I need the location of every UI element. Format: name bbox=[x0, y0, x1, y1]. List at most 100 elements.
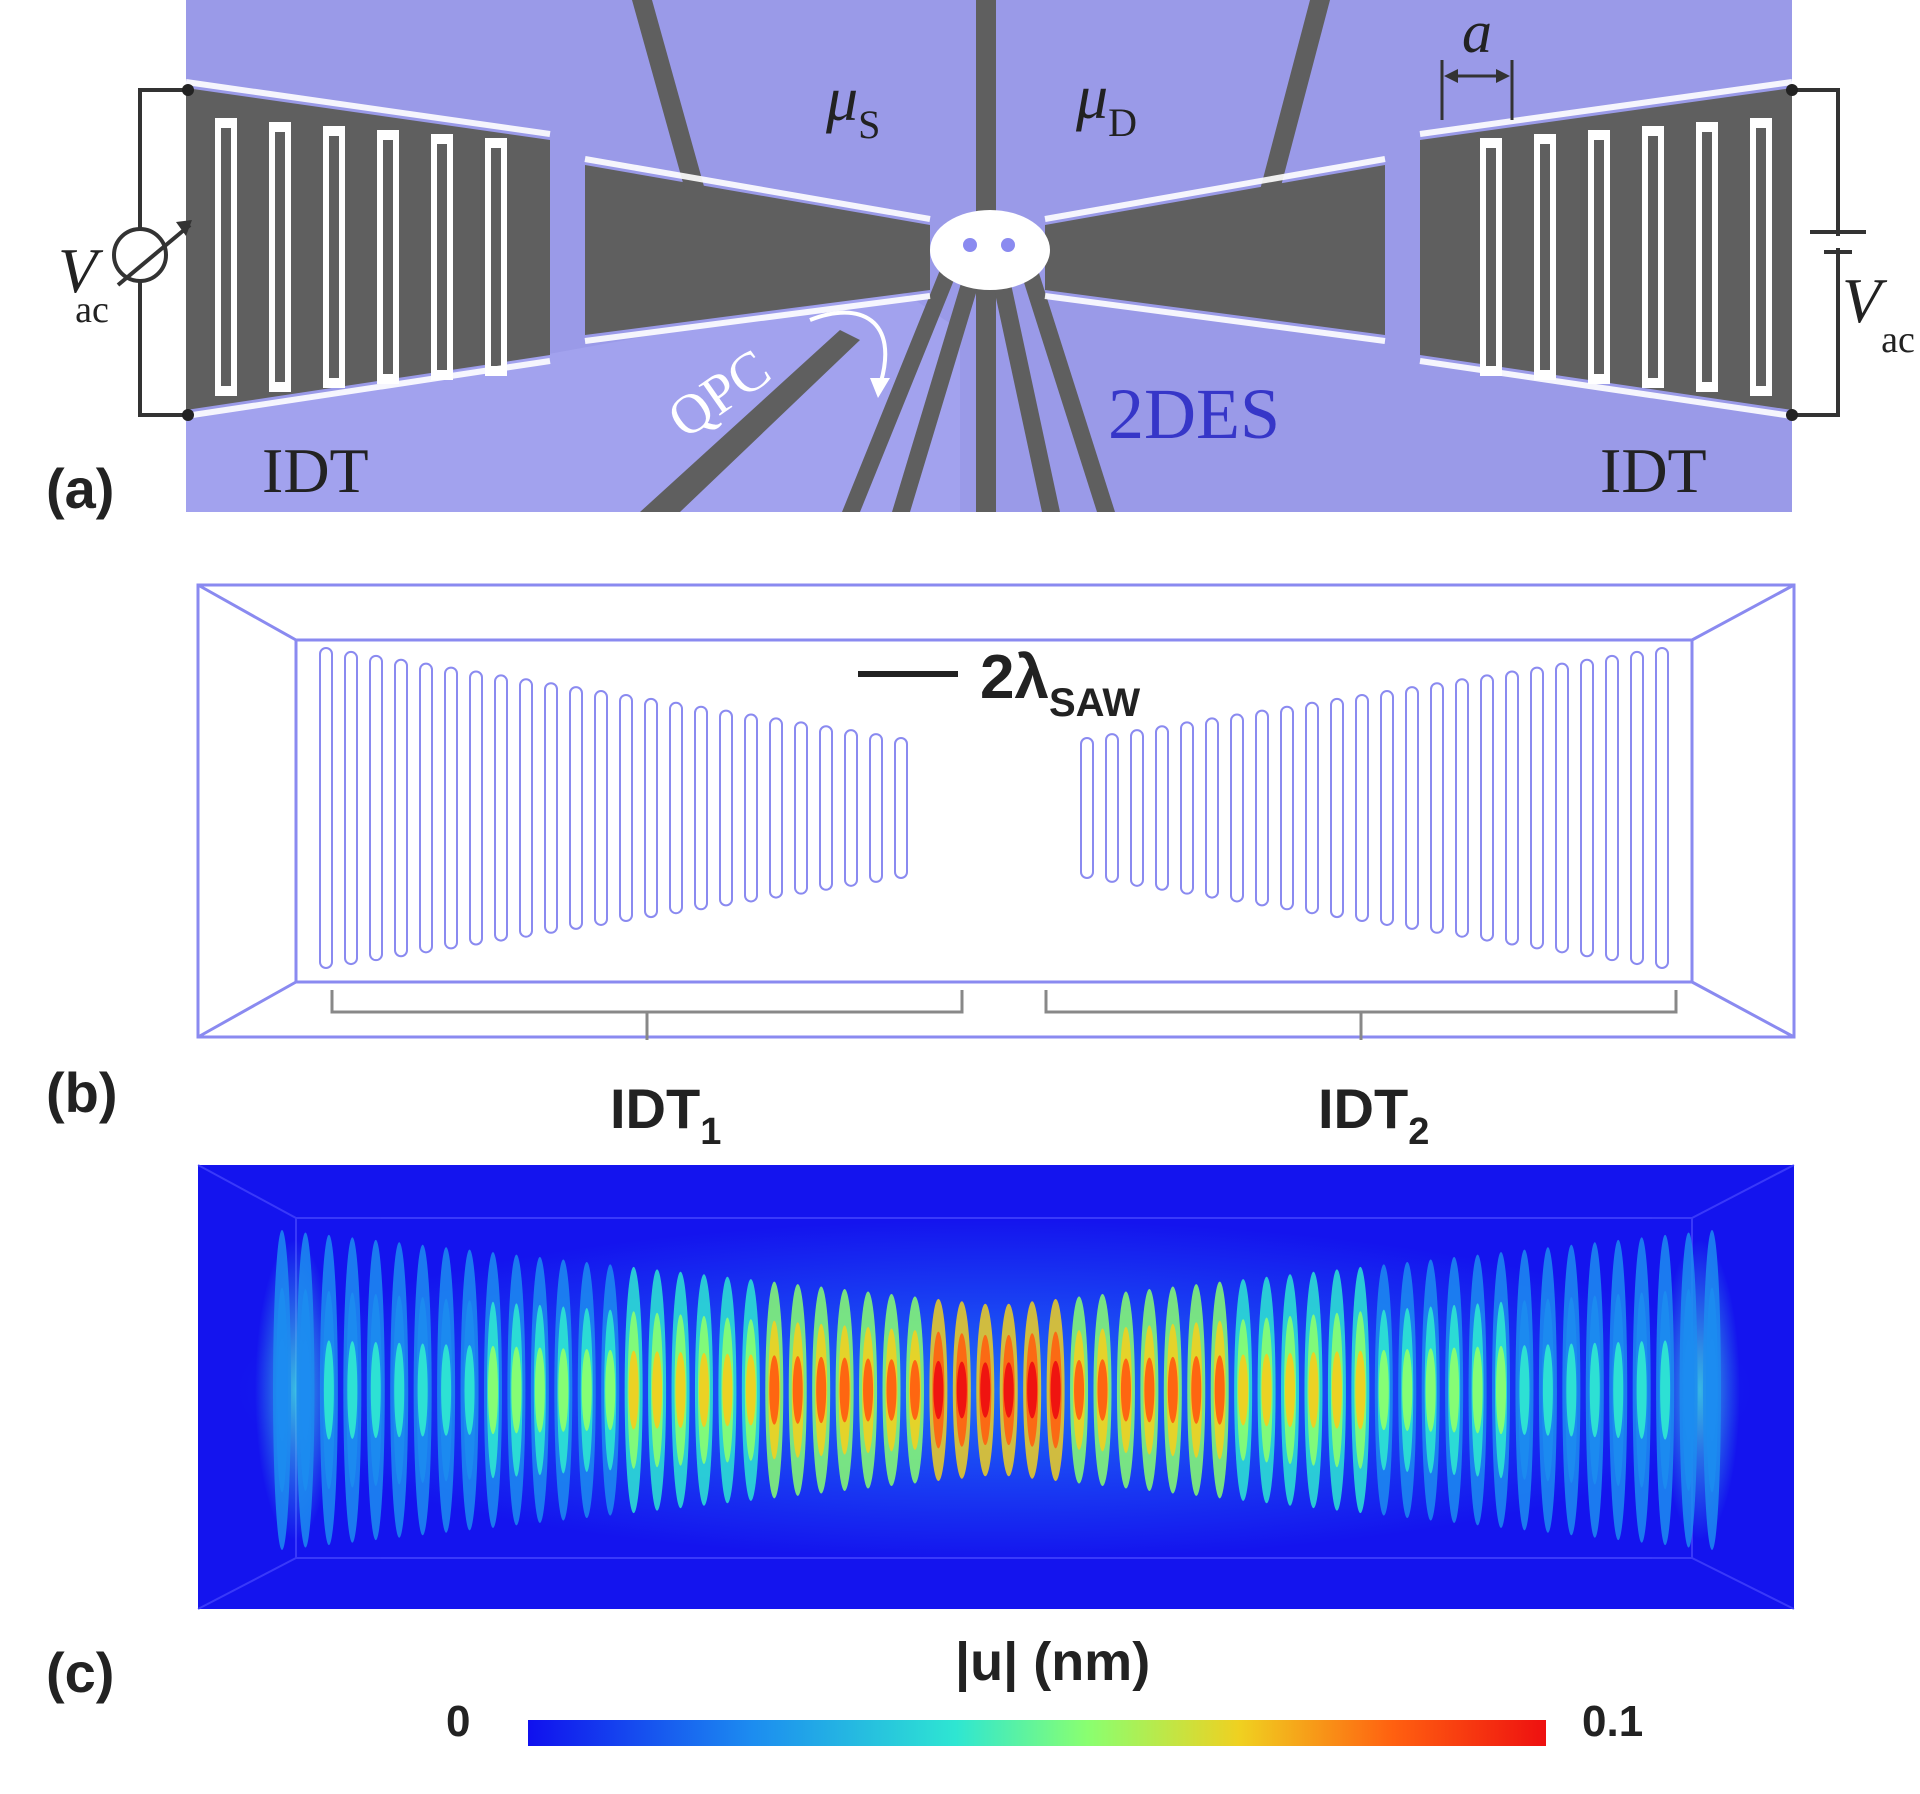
wavefront-core bbox=[909, 1360, 920, 1420]
idt2-finger-outline bbox=[1455, 678, 1469, 938]
idt2-finger-outline bbox=[1530, 666, 1544, 950]
panel-label-b: (b) bbox=[46, 1061, 118, 1124]
idt1-finger-outline bbox=[469, 670, 483, 946]
wavefront-core bbox=[1050, 1360, 1061, 1420]
idt1-finger-outline bbox=[544, 682, 558, 934]
idt1-finger-outline bbox=[869, 733, 883, 883]
idt2-finger-outline bbox=[1355, 693, 1369, 923]
ac-source-symbol bbox=[112, 227, 168, 283]
wavefront-core bbox=[933, 1360, 944, 1420]
wavefront-core bbox=[347, 1341, 358, 1439]
mu-d-label: μD bbox=[1075, 61, 1137, 145]
idt2-finger-outline bbox=[1305, 701, 1319, 915]
comb-finger bbox=[1594, 140, 1604, 374]
idt1-finger-outline bbox=[494, 674, 508, 942]
wavefront-core bbox=[980, 1362, 991, 1418]
wavefront-core bbox=[1589, 1342, 1600, 1438]
idt1-finger-outline bbox=[594, 690, 608, 926]
panel-a-device-schematic: IDT IDT 2DES QPC μS μD a Vac Vac bbox=[58, 0, 1915, 512]
mu-s-label: μS bbox=[825, 63, 880, 147]
wavefront-core bbox=[1027, 1361, 1038, 1419]
period-label: a bbox=[1462, 0, 1492, 65]
wavefront-core bbox=[1519, 1345, 1530, 1435]
wavefront-core bbox=[839, 1357, 850, 1423]
des-label: 2DES bbox=[1108, 374, 1280, 454]
wavefront-core bbox=[1285, 1352, 1296, 1428]
wavefront-core bbox=[1167, 1356, 1178, 1424]
idt2-finger-outline bbox=[1580, 658, 1594, 958]
wavefront-core bbox=[628, 1350, 639, 1430]
idt2-finger-outline bbox=[1430, 682, 1444, 934]
wavefront-core bbox=[487, 1345, 498, 1435]
wavefront-core bbox=[1003, 1362, 1014, 1418]
comb-finger bbox=[1540, 144, 1550, 370]
idt-brackets bbox=[330, 990, 1678, 1040]
wavefront-core bbox=[1425, 1348, 1436, 1432]
wavefront-core bbox=[1214, 1355, 1225, 1425]
comb-finger bbox=[275, 132, 285, 382]
idt1-finger-outline bbox=[319, 647, 333, 969]
wavefront-core bbox=[1683, 1339, 1694, 1441]
wavefront-core bbox=[816, 1356, 827, 1424]
idt2-finger-outline bbox=[1480, 674, 1494, 942]
panel-label-a: (a) bbox=[46, 457, 115, 520]
colorbar-title: |u| (nm) bbox=[955, 1632, 1150, 1693]
wavefront-core bbox=[558, 1348, 569, 1432]
wavefront-core bbox=[769, 1355, 780, 1425]
wavefront-core bbox=[1542, 1344, 1553, 1436]
wavefront-core bbox=[1261, 1353, 1272, 1427]
comb-finger bbox=[383, 140, 393, 374]
wavefront-core bbox=[1496, 1345, 1507, 1435]
comb-finger bbox=[1486, 148, 1496, 366]
wavefront-core bbox=[1191, 1356, 1202, 1424]
idt2-label: IDT2 bbox=[1318, 1077, 1429, 1153]
idt-right-label: IDT bbox=[1600, 435, 1707, 506]
idt2-finger-outline bbox=[1180, 721, 1194, 895]
wavefront-core bbox=[441, 1344, 452, 1436]
idt2-finger-outline bbox=[1255, 709, 1269, 907]
idt1-finger-outline bbox=[444, 666, 458, 950]
wavefront-core bbox=[652, 1351, 663, 1429]
substrate-light-region bbox=[186, 290, 960, 512]
wavefront-core bbox=[1097, 1359, 1108, 1421]
idt1-finger-outline bbox=[669, 701, 683, 915]
wavefront-core bbox=[370, 1341, 381, 1439]
idt2-finger-outline bbox=[1605, 654, 1619, 962]
wavefront-core bbox=[956, 1361, 967, 1419]
colorbar-min: 0 bbox=[446, 1697, 470, 1746]
idt1-finger-outline bbox=[719, 709, 733, 907]
wavefront-core bbox=[1707, 1338, 1717, 1442]
wavefront-core bbox=[464, 1345, 475, 1435]
wavefront-core bbox=[1660, 1340, 1671, 1440]
panel-b-simulation-geometry: 2λSAW IDT1 IDT2 bbox=[196, 583, 1796, 1153]
saw-field-fringes bbox=[273, 1230, 1721, 1550]
comb-finger bbox=[1702, 132, 1712, 382]
wavefront-core bbox=[1402, 1349, 1413, 1431]
wavefront-core bbox=[1331, 1351, 1342, 1429]
idt2-finger-outline bbox=[1555, 662, 1569, 954]
idt1-finger-outline bbox=[844, 729, 858, 887]
idt2-finger-outline bbox=[1380, 690, 1394, 926]
idt1-finger-outline bbox=[569, 686, 583, 930]
idt1-finger-outline bbox=[344, 650, 358, 966]
comb-finger bbox=[221, 128, 231, 386]
wavefront-core bbox=[1472, 1346, 1483, 1434]
idt2-finger-outline bbox=[1155, 725, 1169, 891]
panel-label-c: (c) bbox=[46, 1641, 115, 1704]
idt2-finger-outline bbox=[1105, 733, 1119, 883]
idt1-finger-outline bbox=[369, 654, 383, 962]
quantum-dot-left bbox=[963, 238, 977, 252]
comb-finger bbox=[329, 136, 339, 378]
right-idt-fingers bbox=[1480, 118, 1772, 396]
idt1-finger-outline bbox=[419, 662, 433, 954]
idt1-label: IDT1 bbox=[610, 1077, 721, 1153]
idt2-finger-outline bbox=[1330, 697, 1344, 919]
idt2-finger-outline bbox=[1505, 670, 1519, 946]
comb-finger bbox=[1648, 136, 1658, 378]
idt2-finger-outline bbox=[1130, 729, 1144, 887]
idt1-finger-outline bbox=[744, 713, 758, 903]
wavefront-core bbox=[1308, 1352, 1319, 1428]
left-idt-fingers bbox=[215, 118, 507, 396]
